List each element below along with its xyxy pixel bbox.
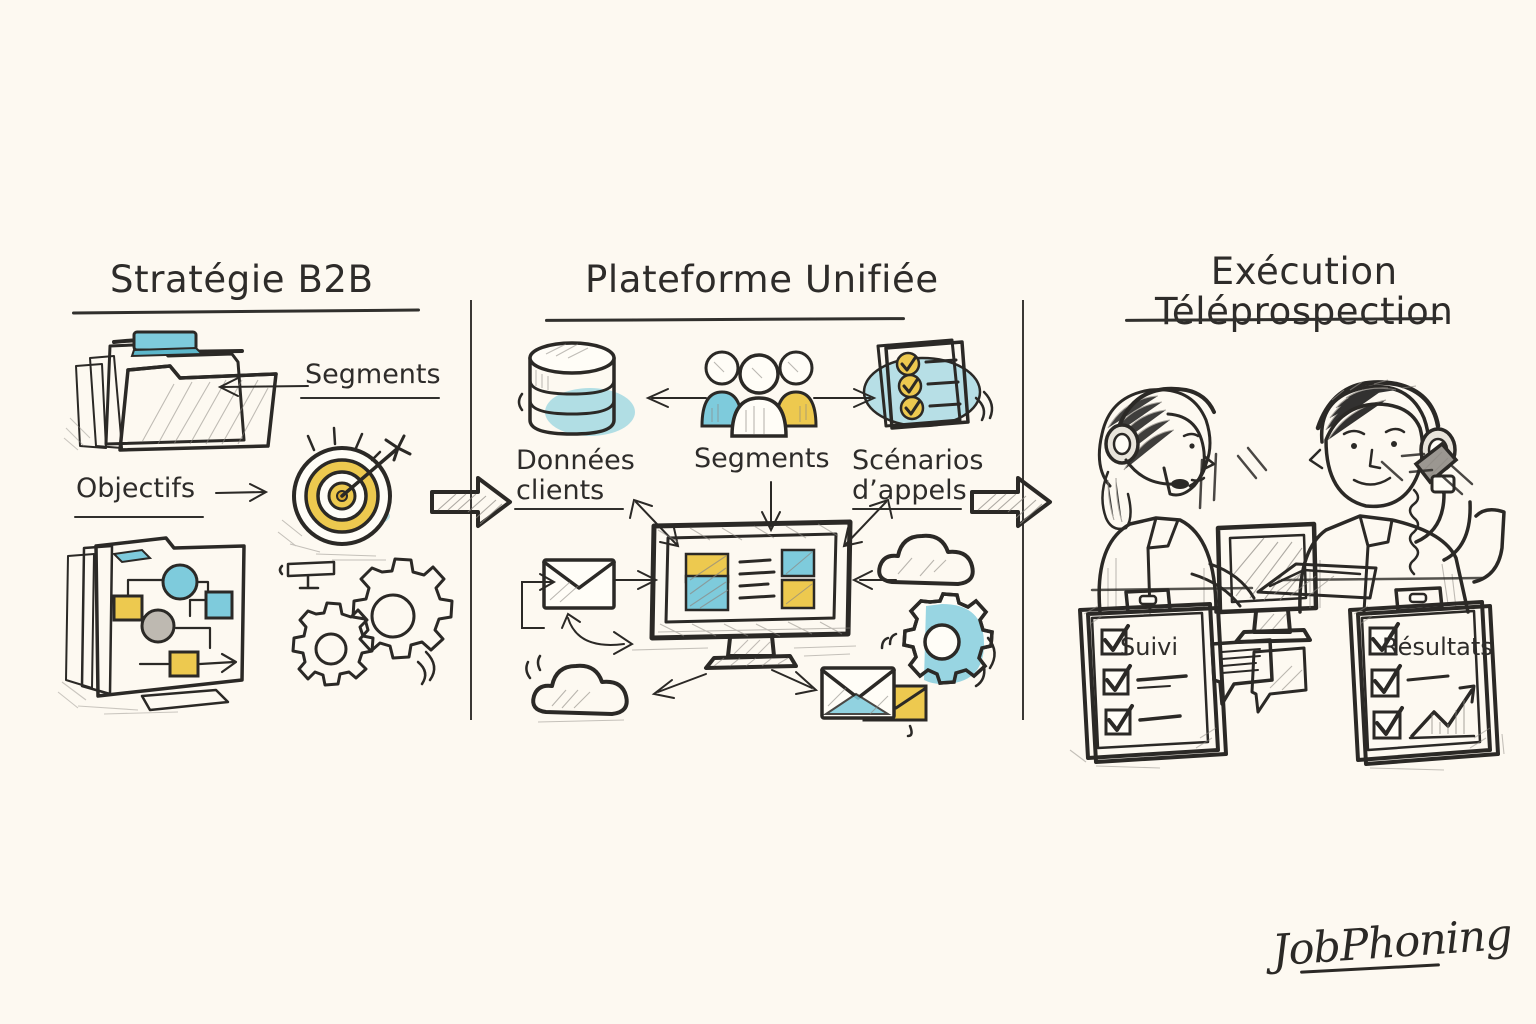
arrow-people-to-database <box>645 388 707 408</box>
folder-stack-icon <box>63 330 278 452</box>
panel-strategy-heading: Stratégie B2B <box>110 258 374 301</box>
arrow-envelope-to-monitor <box>613 570 659 590</box>
target-dartboard-icon <box>277 426 412 561</box>
arrow-monitor-to-envelope-out <box>771 669 819 695</box>
panel-divider-2 <box>1022 300 1024 720</box>
label-donnees-line1: Données <box>516 445 635 476</box>
arrow-objectifs-to-target <box>215 483 269 502</box>
growth-chart-icon <box>1408 684 1476 740</box>
envelope-icon <box>542 558 616 610</box>
label-underline-segments <box>300 397 440 399</box>
label-underline-donnees <box>514 508 624 510</box>
agent-male-phone-icon <box>1298 379 1506 614</box>
clipboard-resultats-icon <box>1348 586 1505 771</box>
label-underline-scenarios <box>852 508 962 510</box>
database-icon <box>517 341 635 436</box>
label-scenarios-appels: Scénarios d’appels <box>852 445 984 507</box>
gears-icon <box>291 557 454 687</box>
clipboard-suivi-icon <box>1069 588 1228 769</box>
label-scenarios-line2: d’appels <box>852 475 967 507</box>
panel-platform-heading: Plateforme Unifiée <box>585 258 939 301</box>
label-objectifs: Objectifs <box>76 473 196 504</box>
panel-execution-heading-line2: Téléprospection <box>1155 289 1454 333</box>
arrow-segments-to-folder <box>217 377 309 397</box>
gear-icon <box>880 592 996 688</box>
arrow-people-to-checklist <box>813 388 877 408</box>
arrow-platform-to-execution <box>970 476 1052 528</box>
clipboard-suivi-title: Suivi <box>1120 633 1178 661</box>
cloud-icon <box>525 654 629 723</box>
checklist-icon <box>862 338 994 430</box>
panel-execution-heading-line1: Exécution <box>1210 250 1398 293</box>
arrow-strategy-to-platform <box>430 476 512 528</box>
speech-bubble-icon <box>1210 638 1308 714</box>
arrow-cloud-to-monitor <box>851 570 897 590</box>
background-sketch-lines <box>1090 446 1484 592</box>
panel-execution-heading: Exécution Téléprospection <box>1155 252 1453 331</box>
monitor-dashboard-icon <box>631 519 857 670</box>
arrow-scenarios-monitor-bidirectional <box>842 498 893 548</box>
label-donnees-clients: Données clients <box>516 445 635 507</box>
arrow-segments-to-monitor <box>761 481 781 533</box>
desk-papers-icon <box>1256 562 1378 600</box>
flowchart-document-icon <box>57 536 246 715</box>
agent-female-headset-icon <box>1097 386 1256 614</box>
envelope-outgoing-icon <box>820 666 928 738</box>
clipboard-resultats-title: Résultats <box>1382 633 1493 661</box>
clamp-doodle-icon <box>278 560 336 590</box>
label-donnees-line2: clients <box>516 475 605 507</box>
panel-platform <box>468 0 1020 1024</box>
arrow-curve-to-monitor <box>561 612 634 655</box>
label-scenarios-line1: Scénarios <box>852 445 984 476</box>
people-group-icon <box>700 350 818 438</box>
cloud-right-icon <box>877 533 975 586</box>
label-underline-objectifs <box>74 516 204 518</box>
label-segments-platform: Segments <box>694 443 830 474</box>
arrow-envelope-loop <box>521 573 557 629</box>
label-segments-strategy: Segments <box>305 359 441 390</box>
arrow-monitor-to-cloud <box>651 673 707 699</box>
